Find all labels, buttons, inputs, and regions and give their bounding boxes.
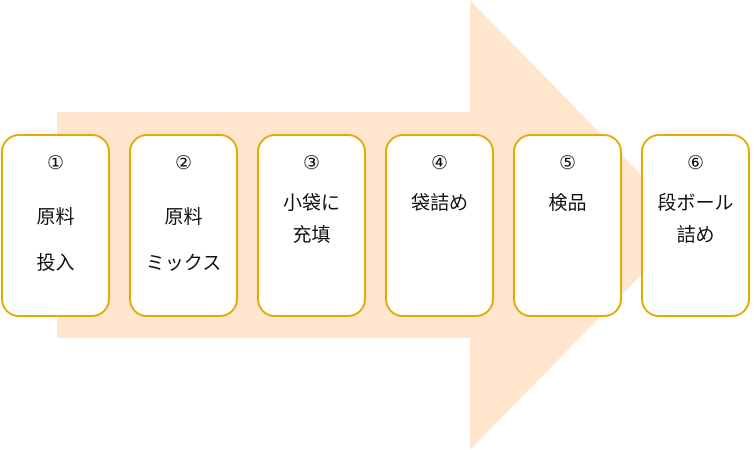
step-label-line1: 原料 — [164, 206, 203, 228]
step-label-line1: 検品 — [548, 192, 587, 214]
step-label-line2: ミックス — [145, 252, 222, 274]
step-label-line1: 袋詰め — [410, 192, 468, 214]
step-box-1: ① 原料 投入 — [1, 134, 110, 317]
step-number: ③ — [302, 152, 321, 174]
step-label-line2: 充填 — [292, 224, 331, 246]
step-number: ④ — [430, 152, 449, 174]
step-number: ② — [174, 152, 193, 174]
step-box-3: ③ 小袋に 充填 — [257, 134, 366, 317]
step-label-line1: 原料 — [36, 206, 75, 228]
step-number: ⑥ — [686, 152, 705, 174]
arrow-shape — [57, 0, 690, 450]
step-label-line2: 投入 — [36, 252, 75, 274]
step-box-4: ④ 袋詰め — [385, 134, 494, 317]
step-box-2: ② 原料 ミックス — [129, 134, 238, 317]
step-box-5: ⑤ 検品 — [513, 134, 622, 317]
step-number: ① — [46, 152, 65, 174]
step-box-6: ⑥ 段ボール 詰め — [641, 134, 750, 317]
step-label-line2: 詰め — [676, 224, 715, 246]
step-label-line1: 小袋に — [282, 192, 340, 214]
step-number: ⑤ — [558, 152, 577, 174]
step-label-line1: 段ボール — [657, 192, 734, 214]
